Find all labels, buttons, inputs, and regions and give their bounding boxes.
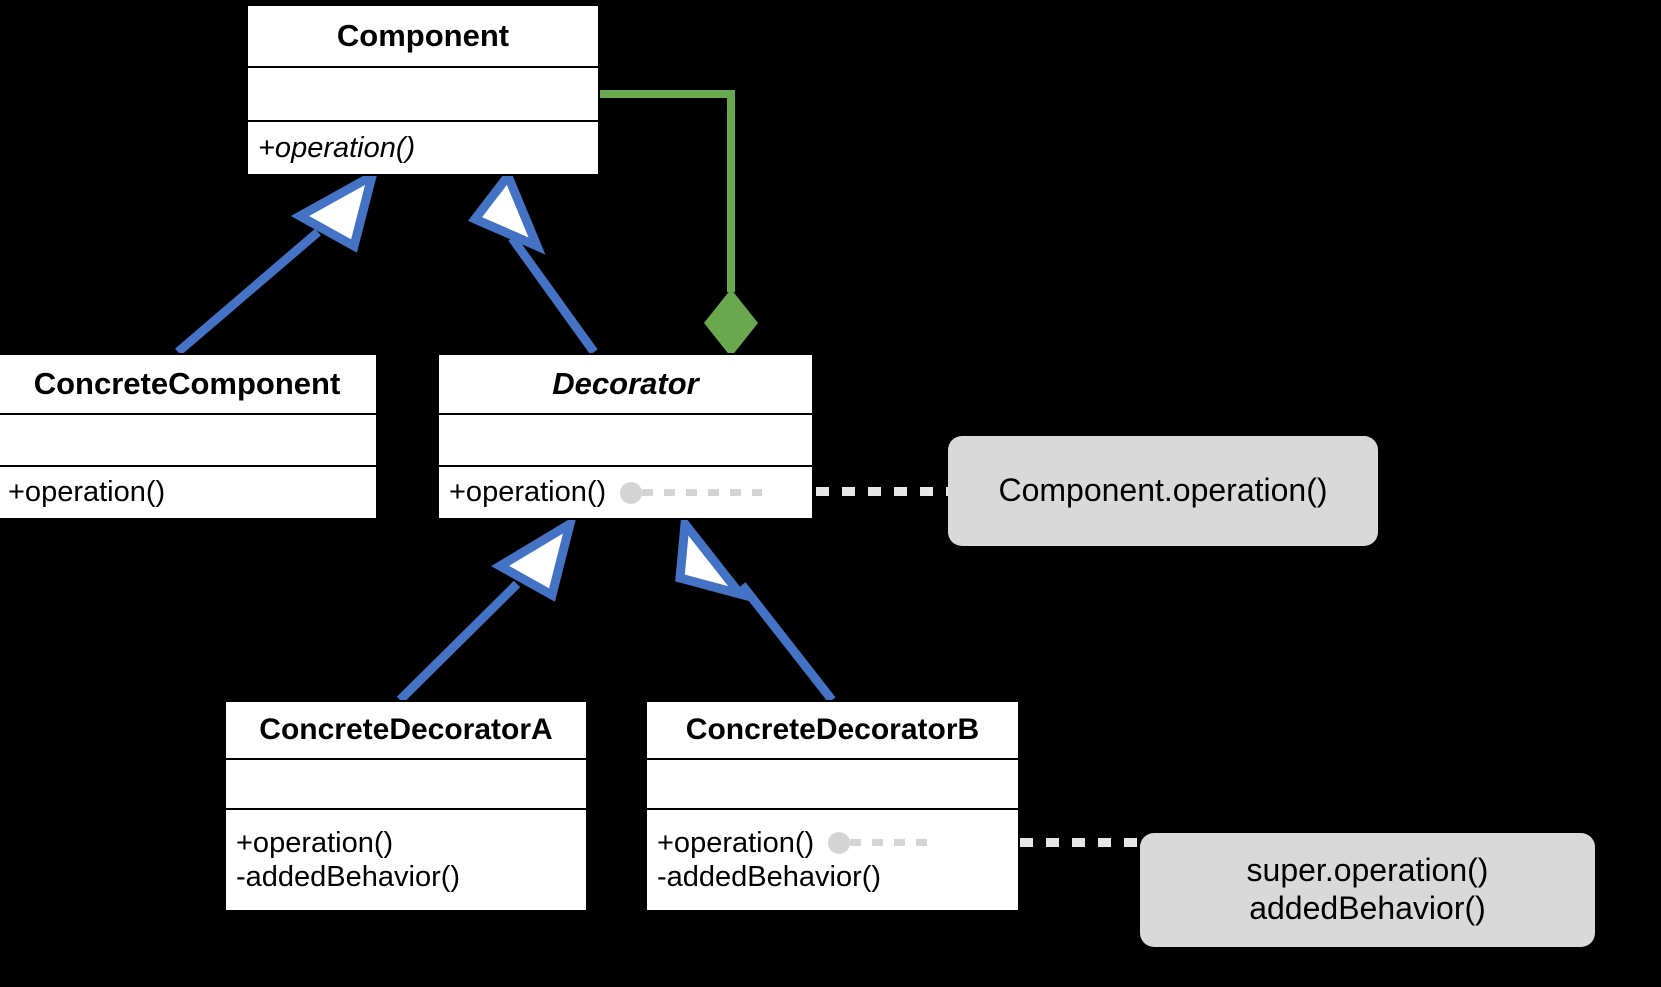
class-box-concretecomponent[interactable]: ConcreteComponent +operation() [0,353,378,520]
hollow-triangle-arrowhead-icon [290,166,379,253]
class-operations-decorator: +operation() [439,465,812,518]
class-box-concretedecoratorb[interactable]: ConcreteDecoratorB +operation() -addedBe… [645,700,1020,912]
class-name-concretecomponent: ConcreteComponent [33,366,341,401]
operation-item: -addedBehavior() [236,861,461,893]
class-attributes-decorator [439,413,812,465]
note-decorator-operation[interactable]: Component.operation() [948,436,1378,546]
aggregation-line [598,90,735,292]
class-name-concretedecoratorb: ConcreteDecoratorB [685,713,980,746]
operation-item: +operation() [258,131,416,164]
class-name-decorator: Decorator [552,366,699,401]
class-attributes-concretecomponent [0,413,376,465]
class-box-decorator[interactable]: Decorator +operation() [437,353,814,520]
operation-label: +operation() [449,476,607,509]
generalization-concretedecoratora-to-decorator [396,514,578,704]
class-attributes-component [248,66,598,120]
class-name-component: Component [336,18,510,53]
generalization-line [175,228,321,356]
note-line: Component.operation() [998,472,1328,509]
class-name-concretedecoratora: ConcreteDecoratorA [259,713,553,746]
operation-label: +operation() [657,826,815,859]
hollow-triangle-arrowhead-icon [467,167,546,255]
generalization-concretedecoratorb-to-decorator [675,512,836,703]
operation-item-with-note-anchor: +operation() [657,826,1018,860]
operation-item-with-note-anchor: +operation() [449,475,812,509]
note-connector-dash-decorator [816,487,952,496]
class-operations-component: +operation() [248,120,598,174]
aggregation-component-to-decorator [598,90,758,357]
generalization-line [508,235,598,355]
class-operations-concretedecoratorb: +operation() -addedBehavior() [647,808,1018,910]
note-line: super.operation() [1246,852,1489,889]
generalization-decorator-to-component [467,167,598,355]
class-attributes-concretedecoratora [226,758,586,808]
class-operations-concretecomponent: +operation() [0,465,376,518]
note-anchor-dot-icon [620,481,643,504]
class-attributes-concretedecoratorb [647,758,1018,808]
hollow-triangle-arrowhead-icon [491,514,578,602]
operation-item: +operation() [8,476,166,509]
note-connector-inner-dash [850,839,937,847]
class-operations-concretedecoratora: +operation() -addedBehavior() [226,808,586,910]
operation-item: -addedBehavior() [657,861,882,893]
generalization-concretecomponent-to-component [175,166,379,356]
aggregation-diamond-icon [704,289,758,357]
note-connector-inner-dash [642,489,763,496]
hollow-triangle-arrowhead-icon [675,512,752,602]
generalization-line [738,582,836,703]
class-box-component[interactable]: Component +operation() [246,4,600,176]
generalization-line [396,580,521,704]
note-line: addedBehavior() [1249,890,1486,926]
class-box-concretedecoratora[interactable]: ConcreteDecoratorA +operation() -addedBe… [224,700,588,912]
note-connector-dash-concretedecoratorb [1020,838,1142,847]
operation-item: +operation() [236,826,394,859]
note-concretedecoratorb-operation[interactable]: super.operation() addedBehavior() [1140,833,1595,947]
note-anchor-dot-icon [828,831,851,854]
